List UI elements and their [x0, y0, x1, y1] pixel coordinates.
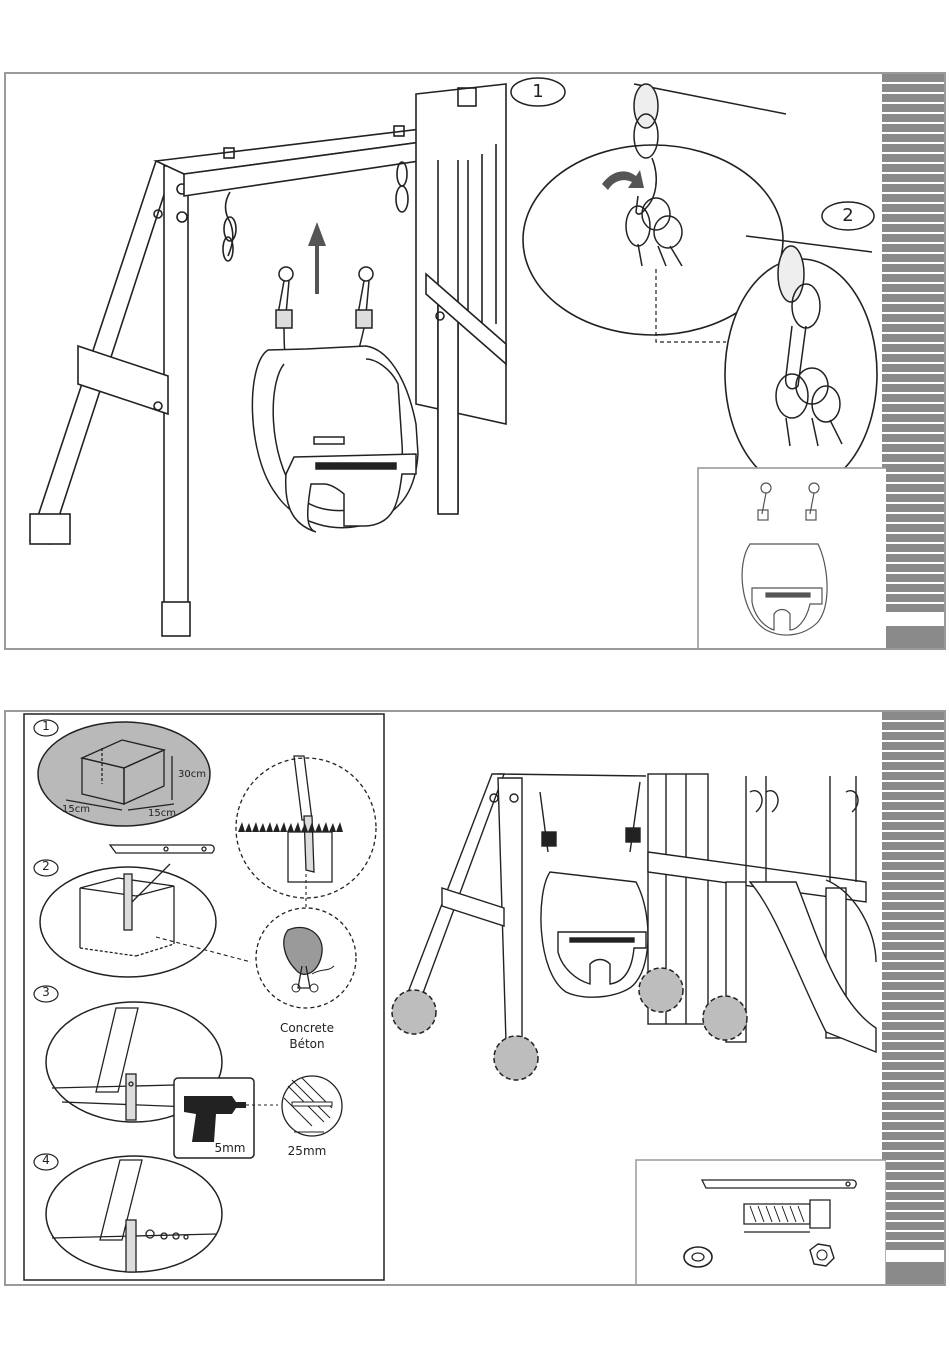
washer-icon: [684, 1247, 712, 1267]
width-right-measurement: 15cm: [144, 808, 180, 819]
top-instruction-panel: 1 2: [4, 72, 946, 650]
width-left-measurement: 15cm: [58, 804, 94, 815]
side-stripe-bar: [882, 74, 944, 612]
top-illustration: [6, 74, 886, 650]
baby-swing-seat-icon: [252, 267, 418, 532]
depth-measurement: 30cm: [174, 769, 210, 780]
step-badge-1: 1: [519, 81, 557, 102]
drill-depth-size: 25mm: [282, 1144, 332, 1158]
parts-list-box: [636, 1160, 886, 1286]
concrete-label-fr: Béton: [262, 1036, 352, 1052]
drill-bit-size: 5mm: [210, 1141, 250, 1155]
anchor-step-2-label: 2: [36, 859, 56, 873]
bottom-instruction-panel: 1 2 3 4 30cm 15cm 15cm Concrete Béton 5m…: [4, 710, 946, 1286]
side-stripe-bar: [882, 712, 944, 1250]
side-stripe-foot: [882, 626, 944, 648]
anchor-step-1-label: 1: [36, 719, 56, 733]
bottom-illustration: [6, 712, 886, 1286]
concrete-label-en: Concrete: [262, 1020, 352, 1036]
drill-depth-detail: [282, 1076, 342, 1136]
play-tower-structure: [416, 84, 506, 514]
swing-set-anchored: [402, 774, 876, 1052]
concrete-label: Concrete Béton: [262, 1020, 352, 1052]
anchor-step-4-label: 4: [36, 1153, 56, 1167]
anchor-step-3-label: 3: [36, 985, 56, 999]
concrete-detail: [256, 908, 356, 1008]
step-badge-2: 2: [829, 205, 867, 226]
swing-frame-left-legs: [30, 161, 190, 636]
completed-swing-inset: [698, 468, 886, 650]
arrow-up-icon: [308, 222, 326, 294]
side-stripe-foot: [882, 1262, 944, 1284]
ground-anchor-icon: [110, 845, 214, 853]
